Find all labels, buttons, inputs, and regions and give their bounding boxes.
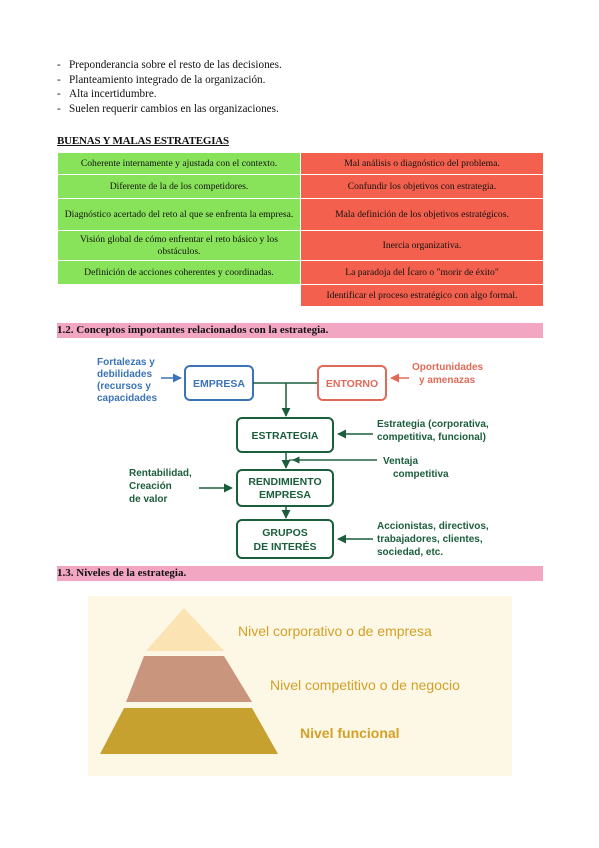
good-strategy-cell: Diagnóstico acertado del reto al que se … — [57, 198, 301, 231]
entorno-box — [317, 365, 387, 401]
rendimiento-label: EMPRESA — [259, 489, 311, 501]
level-functional-label: Nivel funcional — [300, 725, 400, 741]
pyramid-top-tier — [146, 608, 224, 651]
bad-strategy-cell: Inercia organizativa. — [300, 230, 544, 261]
good-bad-strategies-table: Coherente internamente y ajustada con el… — [57, 152, 544, 307]
opportunities-label: Oportunidades — [412, 362, 484, 373]
strengths-label: Fortalezas y — [97, 357, 155, 368]
bad-strategy-cell: Mala definición de los objetivos estraté… — [300, 198, 544, 231]
strategies-heading: BUENAS Y MALAS ESTRATEGIAS — [57, 135, 229, 147]
good-strategy-cell: Visión global de cómo enfrentar el reto … — [57, 230, 301, 261]
bad-strategy-cell: Mal análisis o diagnóstico del problema. — [300, 152, 544, 175]
strengths-label: capacidades — [97, 393, 157, 404]
grupos-box — [236, 519, 334, 559]
estrategia-box — [236, 417, 334, 453]
pyramid-bottom-tier — [100, 708, 278, 754]
level-corporate-label: Nivel corporativo o de empresa — [238, 623, 432, 639]
strategy-concepts-diagram: Fortalezas y debilidades (recursos y cap… — [97, 357, 489, 559]
rentabilidad-label: Creación — [129, 481, 172, 492]
bullet-item: -Preponderancia sobre el resto de las de… — [57, 59, 282, 71]
grupos-note: sociedad, etc. — [377, 547, 443, 558]
section-1-3-heading: 1.3. Niveles de la estrategia. — [57, 566, 543, 581]
empresa-label: EMPRESA — [193, 378, 245, 390]
features-bullet-list: -Preponderancia sobre el resto de las de… — [57, 58, 282, 116]
estrategia-note: competitiva, funcional) — [377, 432, 486, 443]
bad-strategy-cell: Confundir los objetivos con estrategia. — [300, 174, 544, 199]
section-1-2-heading: 1.2. Conceptos importantes relacionados … — [57, 323, 543, 338]
strategy-levels-pyramid: Nivel corporativo o de empresa Nivel com… — [88, 596, 512, 776]
estrategia-label: ESTRATEGIA — [252, 430, 319, 442]
strengths-label: (recursos y — [97, 381, 151, 392]
good-strategy-cell: Definición de acciones coherentes y coor… — [57, 260, 301, 285]
rentabilidad-label: de valor — [129, 494, 167, 505]
bad-strategy-cell: La paradoja del Ícaro o "morir de éxito" — [300, 260, 544, 285]
strengths-label: debilidades — [97, 369, 152, 380]
empty-cell — [57, 284, 301, 307]
ventaja-label: competitiva — [393, 469, 449, 480]
grupos-label: DE INTERÉS — [253, 540, 316, 553]
good-strategy-cell: Diferente de la de los competidores. — [57, 174, 301, 199]
grupos-note: trabajadores, clientes, — [377, 534, 483, 545]
pyramid-middle-tier — [126, 656, 252, 702]
level-competitive-label: Nivel competitivo o de negocio — [270, 677, 460, 693]
rentabilidad-label: Rentabilidad, — [129, 468, 192, 479]
entorno-label: ENTORNO — [326, 378, 378, 390]
bullet-item: -Alta incertidumbre. — [57, 88, 157, 101]
rendimiento-box — [236, 469, 334, 507]
pyramid-graphic: Nivel corporativo o de empresa Nivel com… — [100, 608, 460, 754]
grupos-note: Accionistas, directivos, — [377, 521, 489, 532]
bullet-item: -Planteamiento integrado de la organizac… — [57, 73, 266, 86]
rendimiento-label: RENDIMIENTO — [248, 476, 321, 488]
estrategia-note: Estrategia (corporativa, — [377, 419, 489, 430]
opportunities-label: y amenazas — [419, 375, 476, 386]
bullet-item: -Suelen requerir cambios en las organiza… — [57, 102, 279, 115]
bad-strategy-cell: Identificar el proceso estratégico con a… — [300, 284, 544, 307]
ventaja-label: Ventaja — [383, 456, 418, 467]
good-strategy-cell: Coherente internamente y ajustada con el… — [57, 152, 301, 175]
grupos-label: GRUPOS — [262, 527, 308, 539]
